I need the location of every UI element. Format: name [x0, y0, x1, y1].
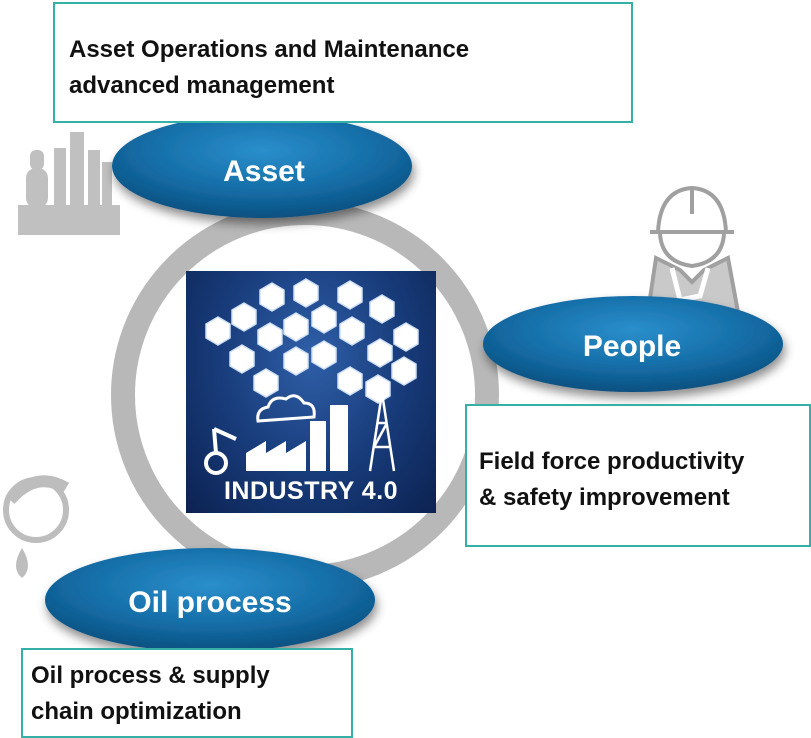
callout-oil: Oil process & supply chain optimization — [21, 648, 353, 738]
robot-arm-icon — [204, 427, 237, 475]
callout-asset-line-1: Asset Operations and Maintenance — [69, 36, 470, 63]
hexagon-icon — [253, 368, 279, 398]
hexagon-icon — [367, 338, 393, 368]
factory-icon — [246, 405, 348, 471]
node-people-label: People — [582, 330, 682, 363]
industry-panel: INDUSTRY 4.0 — [186, 271, 436, 513]
hexagon-icon — [369, 294, 395, 324]
hexagon-icon — [339, 316, 365, 346]
hexagon-icon — [283, 312, 309, 342]
node-asset-oval — [112, 114, 412, 218]
cloud-icon — [256, 394, 316, 423]
industry-title: INDUSTRY 4.0 — [223, 477, 399, 505]
hexagon-icon — [293, 278, 319, 308]
hexagon-icon — [391, 356, 417, 386]
hexagon-icon — [337, 280, 363, 310]
industry-hexagon-icons — [204, 278, 419, 475]
hexagon-icon — [337, 366, 363, 396]
callout-asset: Asset Operations and Maintenance advance… — [53, 2, 633, 123]
callout-oil-line-1: Oil process & supply — [31, 662, 270, 689]
callout-people-line-2: & safety improvement — [479, 484, 730, 511]
hexagon-icon — [231, 302, 257, 332]
hexagon-icon — [311, 340, 337, 370]
callout-people-line-1: Field force productivity — [479, 448, 745, 475]
callout-oil-line-2: chain optimization — [31, 698, 242, 725]
node-oil-oval — [45, 548, 375, 652]
node-asset-label: Asset — [223, 155, 305, 188]
hexagon-icon — [205, 316, 231, 346]
hexagon-icon — [259, 282, 285, 312]
oil-drop-icon — [3, 475, 70, 578]
hexagon-icon — [365, 374, 391, 404]
callout-people: Field force productivity & safety improv… — [465, 404, 811, 547]
hexagon-icon — [311, 304, 337, 334]
node-oil-label: Oil process — [128, 586, 292, 619]
hexagon-icon — [283, 346, 309, 376]
hexagon-icon — [257, 322, 283, 352]
worker-icon — [645, 185, 741, 314]
callout-asset-line-2: advanced management — [69, 72, 335, 99]
hexagon-icon — [393, 322, 419, 352]
derrick-icon — [368, 392, 396, 472]
node-people-oval — [483, 296, 783, 392]
hexagon-icon — [229, 344, 255, 374]
refinery-icon — [18, 132, 120, 235]
